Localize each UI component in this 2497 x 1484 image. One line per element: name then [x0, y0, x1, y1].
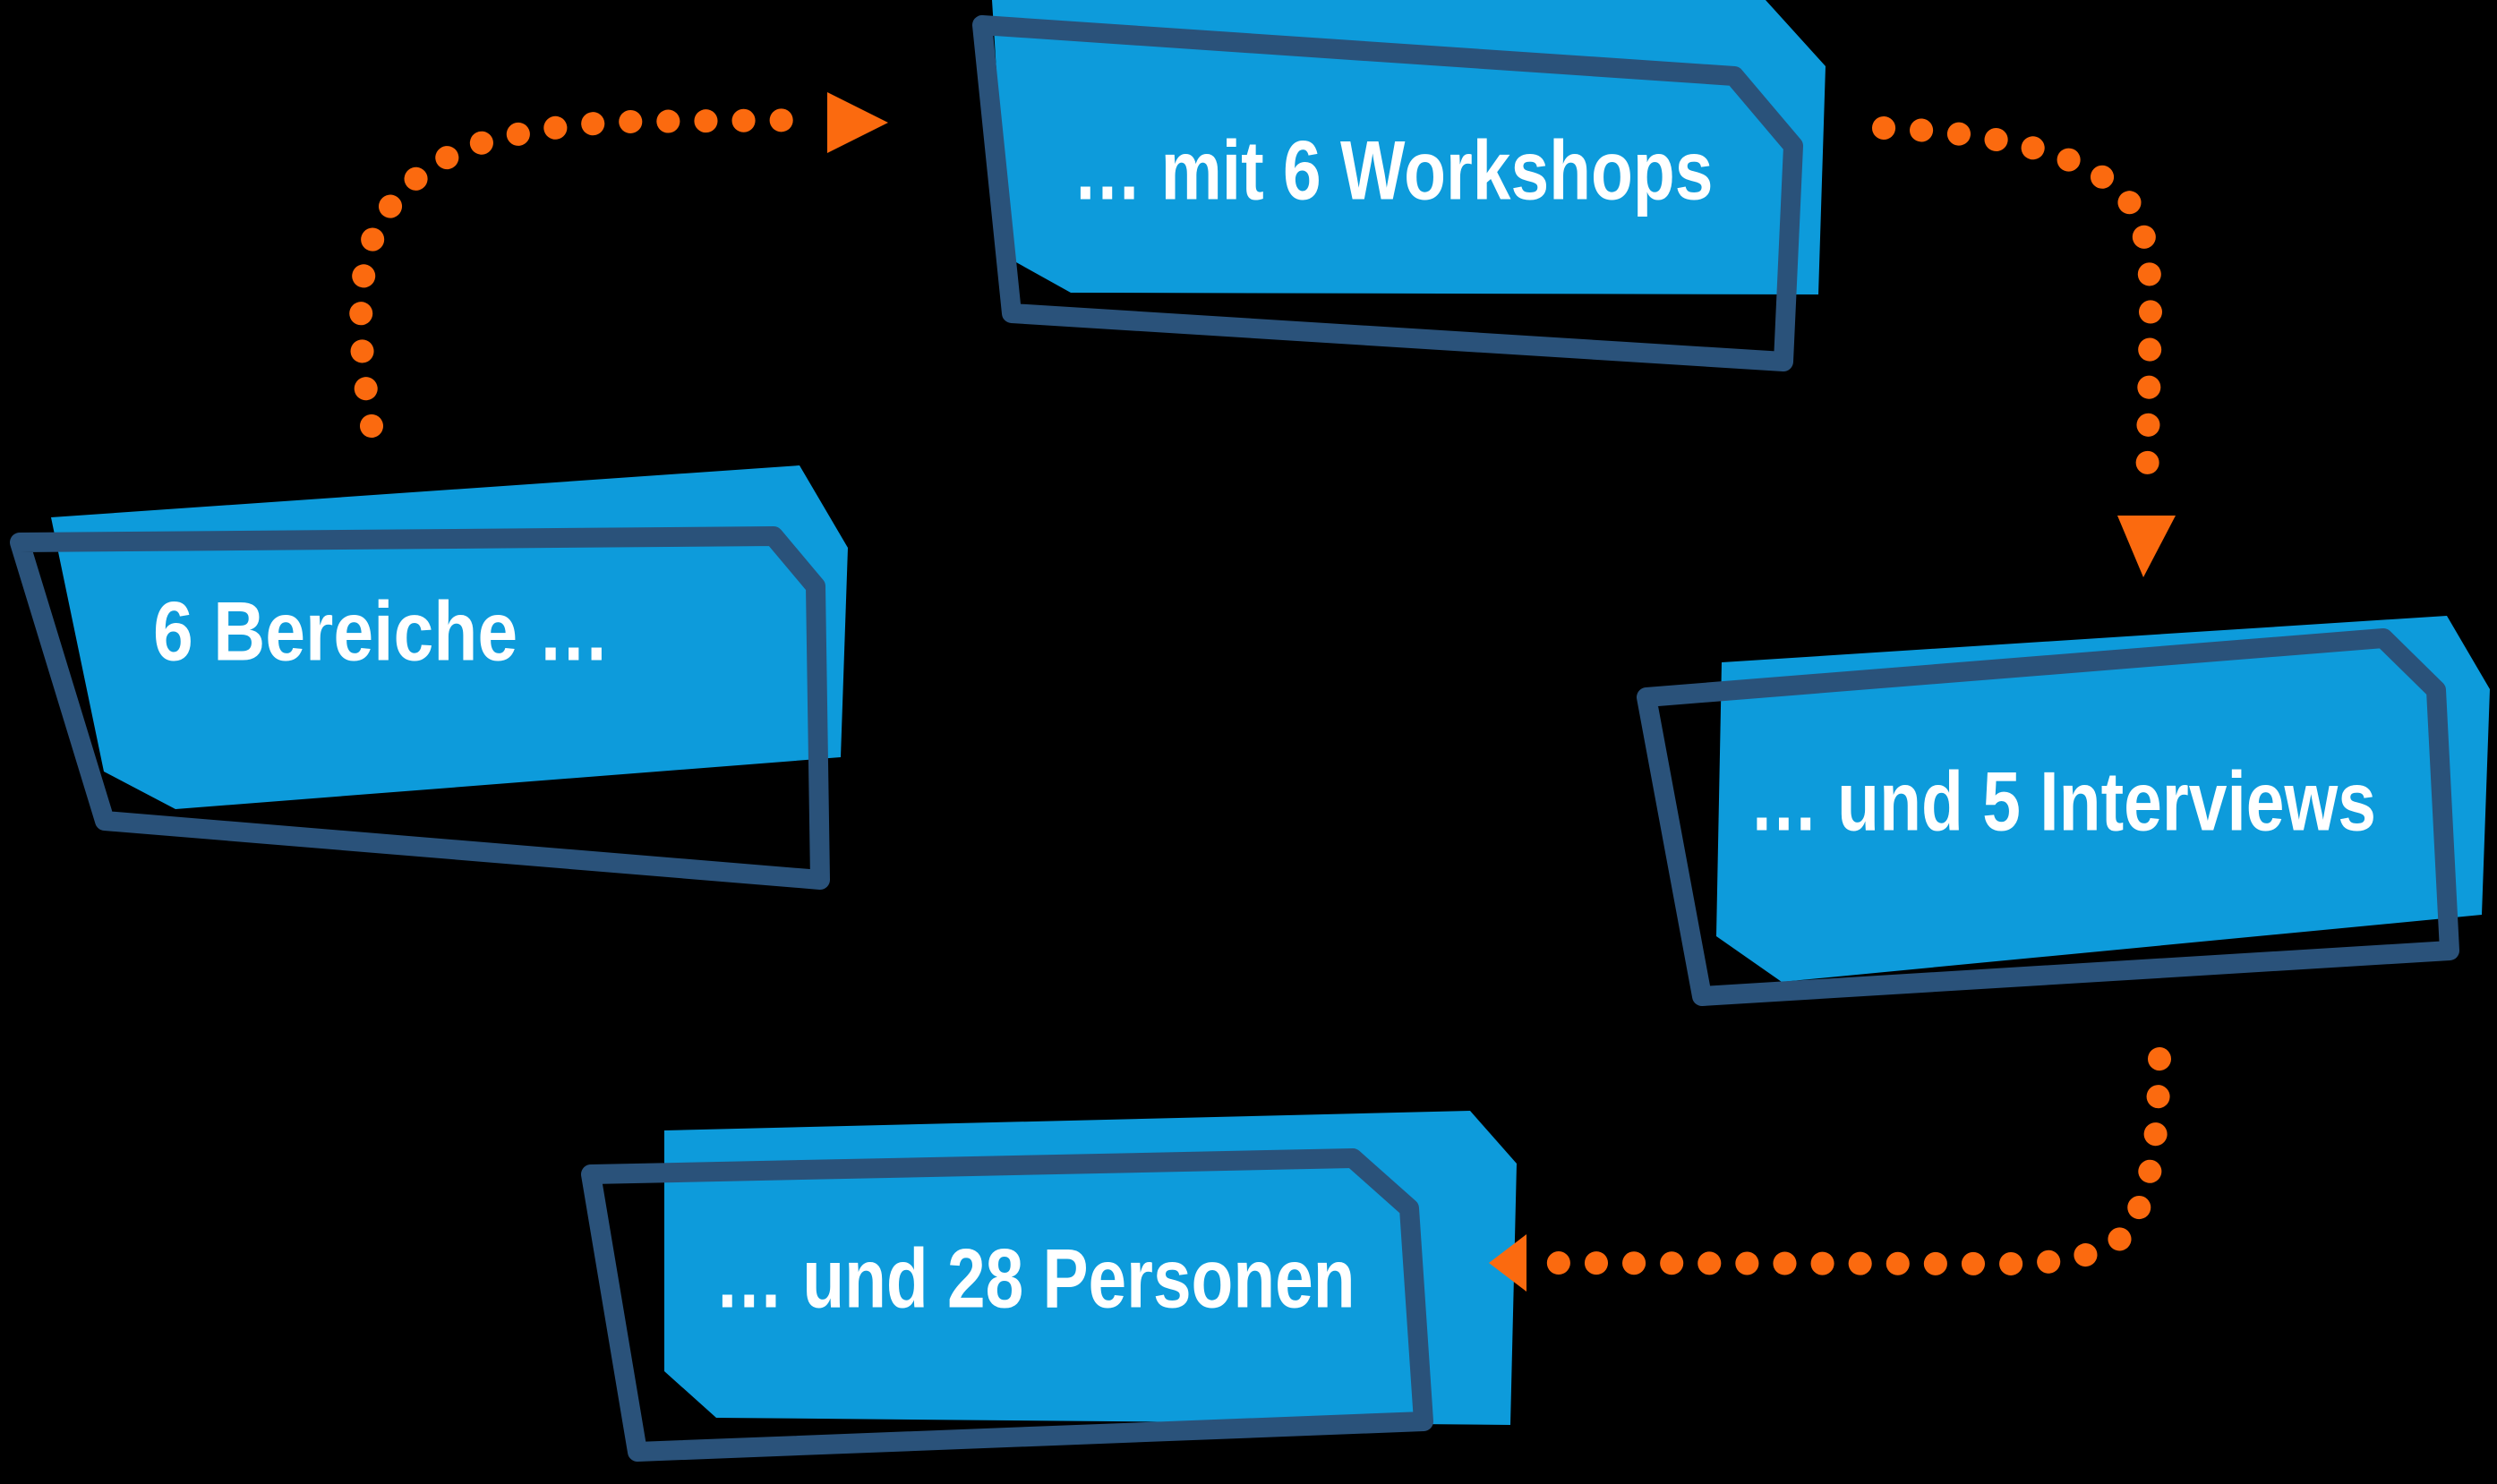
arrow-workshops-to-interviews-dotted-path: [1872, 116, 2163, 502]
node-bereiche-outline: [10, 526, 830, 890]
node-workshops: … mit 6 Workshops: [972, 0, 1826, 371]
node-bereiche: 6 Bereiche …: [10, 465, 848, 890]
node-bereiche-label: 6 Bereiche …: [153, 584, 610, 678]
node-bereiche-fill: [51, 465, 848, 809]
node-interviews-label: … und 5 Interviews: [1749, 755, 2376, 849]
node-personen-label: … und 28 Personen: [715, 1232, 1355, 1326]
node-interviews-fill: [1716, 616, 2490, 982]
node-personen-outline: [581, 1148, 1433, 1462]
node-workshops-label: … mit 6 Workshops: [1073, 124, 1714, 217]
arrow-interviews-to-personen-head-icon: [1489, 1234, 1526, 1292]
arrow-bereiche-to-workshops-dotted-path: [349, 108, 825, 438]
arrow-interviews-to-personen-dotted-path: [1532, 1047, 2171, 1276]
arrow-workshops-to-interviews: [1872, 116, 2176, 577]
arrow-bereiche-to-workshops-head-icon: [827, 92, 888, 153]
node-interviews: … und 5 Interviews: [1637, 616, 2490, 1006]
arrow-interviews-to-personen: [1489, 1047, 2171, 1292]
node-interviews-outline: [1637, 628, 2459, 1006]
node-personen: … und 28 Personen: [581, 1111, 1517, 1462]
arrow-workshops-to-interviews-head-icon: [2117, 516, 2176, 577]
node-personen-fill: [664, 1111, 1517, 1425]
node-workshops-outline: [972, 15, 1803, 371]
arrow-bereiche-to-workshops: [349, 92, 888, 438]
